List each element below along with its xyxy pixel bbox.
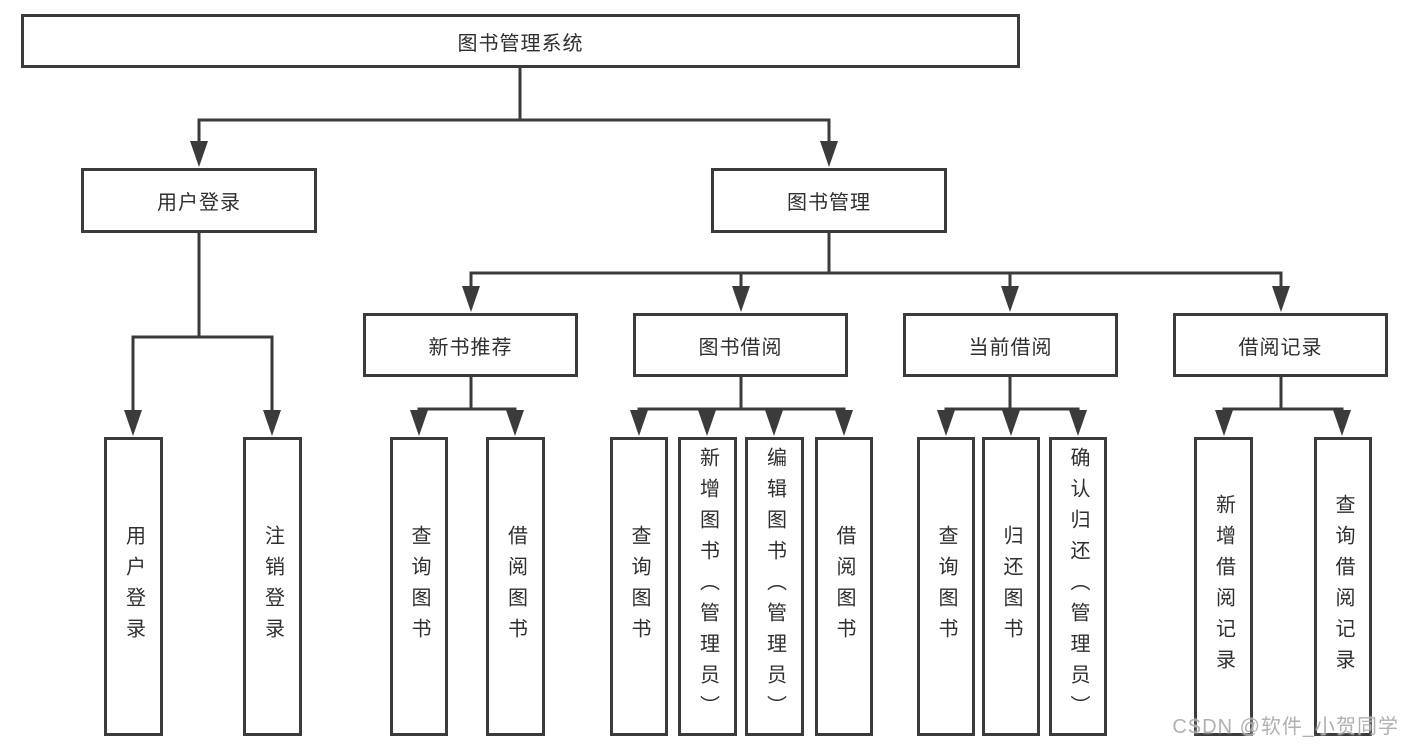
leaf-logout: 注销登录 bbox=[243, 437, 302, 736]
leaf-borrow-books-recommend: 借阅图书 bbox=[486, 437, 545, 736]
leaf-user-login: 用户登录 bbox=[104, 437, 163, 736]
leaf-add-book-admin: 新增图书（管理员） bbox=[678, 437, 737, 736]
leaf-add-borrow-record: 新增借阅记录 bbox=[1194, 437, 1253, 736]
leaf-query-borrow-record: 查询借阅记录 bbox=[1314, 437, 1372, 736]
node-current-borrowing: 当前借阅 bbox=[903, 313, 1118, 377]
node-new-book-recommend: 新书推荐 bbox=[363, 313, 578, 377]
node-book-management: 图书管理 bbox=[711, 168, 947, 233]
csdn-watermark: CSDN @软件_小贺同学 bbox=[1172, 716, 1399, 738]
leaf-confirm-return-admin: 确认归还（管理员） bbox=[1049, 437, 1107, 736]
node-book-borrowing: 图书借阅 bbox=[633, 313, 848, 377]
leaf-query-books-borrowing: 查询图书 bbox=[610, 437, 668, 736]
leaf-return-book: 归还图书 bbox=[982, 437, 1040, 736]
node-user-login: 用户登录 bbox=[81, 168, 317, 233]
leaf-query-books-current: 查询图书 bbox=[917, 437, 975, 736]
leaf-edit-book-admin: 编辑图书（管理员） bbox=[745, 437, 804, 736]
leaf-borrow-books-borrowing: 借阅图书 bbox=[815, 437, 873, 736]
node-library-management-system: 图书管理系统 bbox=[21, 14, 1020, 68]
leaf-query-books-recommend: 查询图书 bbox=[390, 437, 448, 736]
node-borrowing-records: 借阅记录 bbox=[1173, 313, 1388, 377]
